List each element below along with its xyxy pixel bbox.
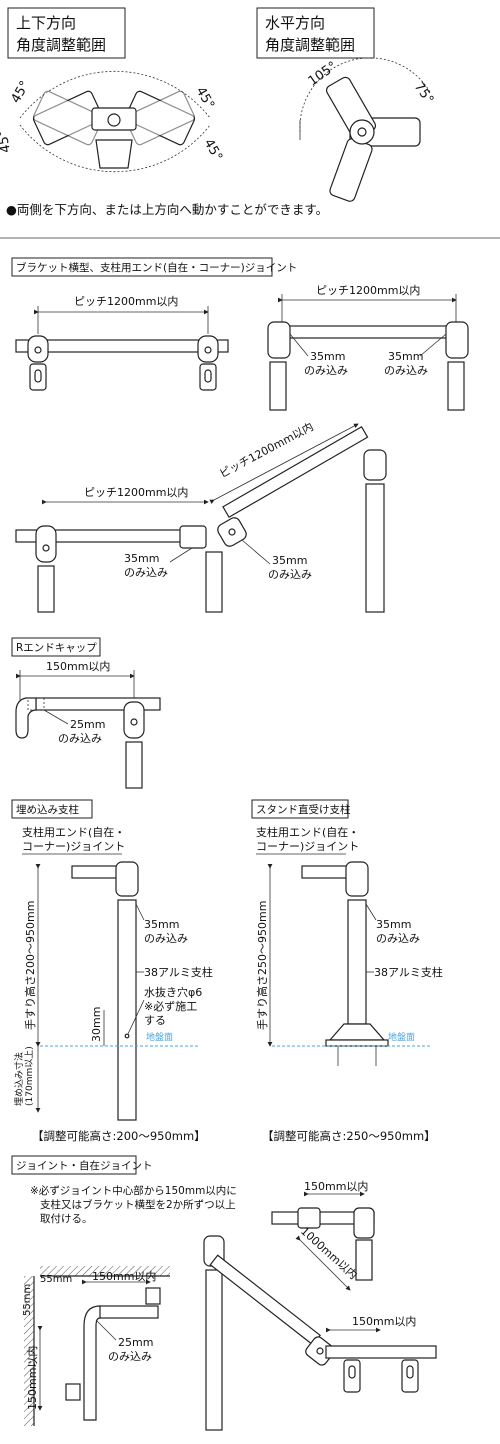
buried-insert-suffix: のみ込み [144, 932, 188, 945]
buried-dim30: 30mm [90, 1007, 103, 1042]
bracket-lower-left [35, 525, 57, 613]
insert-suffix-right: のみ込み [384, 364, 428, 377]
stand-title-box [251, 799, 349, 819]
joint-insert: 25mm [118, 1336, 153, 1349]
r-end-cap [15, 697, 37, 739]
bury-depth-2: (170mm以上) [24, 1046, 35, 1106]
stand-joint-label-2: コーナー)ジョイント [256, 840, 359, 853]
angle-45-lower-right: 45° [201, 137, 226, 164]
buried-ground: 地盤面 [146, 1031, 173, 1043]
joint-bracket-2 [401, 1359, 419, 1393]
joint-title: ジョイント・自在ジョイント [16, 1159, 153, 1172]
horizontal-joint-illustration [299, 57, 431, 202]
horizontal-angle-title-line2: 角度調整範囲 [265, 36, 355, 54]
insert-suffix-lower-right: のみ込み [268, 568, 312, 581]
angle-75: 75° [411, 80, 437, 107]
endcap-insert: 25mm [70, 718, 105, 731]
stand-joint-label-1: 支柱用エンド(自在・ [256, 825, 359, 839]
swivel-joint [217, 517, 247, 547]
insert-suffix-lower-left: のみ込み [124, 566, 168, 579]
angle-45-upper-left: 45° [8, 79, 33, 106]
buried-post: 38アルミ支柱 [144, 965, 213, 979]
insert-35-lower-right: 35mm [272, 554, 307, 567]
bury-depth-1: 埋め込み寸法 [13, 1052, 25, 1106]
insert-35-left: 35mm [310, 350, 345, 363]
angle-45-upper-right: 45° [193, 85, 218, 112]
buried-title-box [11, 799, 93, 819]
joint-note-3: 取付ける。 [40, 1212, 93, 1225]
endcap-bracket [123, 701, 145, 789]
vertical-angle-title-line1: 上下方向 [16, 14, 76, 32]
drain-line1: 水抜き穴φ6 [144, 985, 202, 999]
joint-len-corner-top: 150mm以内 [92, 1269, 156, 1283]
straight-joint [297, 1207, 321, 1229]
post-with-end-joints [267, 321, 469, 411]
joint-len-1000: 1000mm以内 [298, 1224, 360, 1282]
buried-title: 埋め込み支柱 [16, 803, 79, 816]
drain-hole [124, 1033, 130, 1039]
horizontal-angle-title-line1: 水平方向 [265, 14, 325, 32]
insert-35-right: 35mm [388, 350, 423, 363]
drain-line3: する [144, 1014, 166, 1027]
stand-post: 38アルミ支柱 [374, 965, 443, 979]
horizontal-angle-title-box [256, 7, 375, 59]
insert-suffix-left: のみ込み [304, 364, 348, 377]
vertical-angle-title-line2: 角度調整範囲 [16, 36, 106, 54]
vertical-angle-title-box [7, 7, 126, 59]
buried-insert: 35mm [144, 918, 179, 931]
movement-note: ●両側を下方向、または上方向へ動かすことができます。 [6, 202, 328, 217]
endcap-title: Rエンドキャップ [16, 642, 97, 654]
stand-insert-suffix: のみ込み [376, 932, 420, 945]
corner-joint [179, 525, 207, 549]
bracket-title-box [11, 257, 273, 277]
joint-title-box [11, 1155, 137, 1175]
stand-title: スタンド直受け支柱 [256, 803, 351, 816]
bracket-right [197, 335, 219, 391]
vertical-joint-illustration [19, 70, 211, 173]
endcap-insert-suffix: のみ込み [58, 732, 102, 745]
buried-joint-label-1: 支柱用エンド(自在・ [22, 825, 125, 839]
stand-base [328, 1023, 386, 1041]
bracket-pitch-left: ピッチ1200mm以内 [74, 294, 178, 308]
angle-45-lower-left: 45° [0, 129, 14, 154]
joint-dim55-side: 55mm [22, 1284, 33, 1316]
pitch-lower: ピッチ1200mm以内 [84, 485, 188, 499]
endcap-length: 150mm以内 [46, 659, 110, 673]
buried-height: 手すり高さ200〜950mm [23, 901, 37, 1030]
insert-35-lower-left: 35mm [124, 552, 159, 565]
bracket-pitch-right: ピッチ1200mm以内 [316, 283, 420, 297]
stand-insert: 35mm [376, 918, 411, 931]
bracket-title: ブラケット横型、支柱用エンド(自在・コーナー)ジョイント [16, 261, 297, 274]
corner-elbow-joint [83, 1305, 101, 1421]
ceiling-hatch [40, 1266, 170, 1276]
bracket-left [27, 335, 49, 391]
handrail-pipe [15, 339, 229, 353]
stand-range: 【調整可能高さ:250〜950mm】 [262, 1129, 436, 1143]
endcap-title-box [11, 637, 101, 657]
joint-len-top: 150mm以内 [304, 1179, 368, 1193]
stand-height: 手すり高さ250〜950mm [255, 901, 269, 1030]
buried-range: 【調整可能高さ:200〜950mm】 [32, 1129, 206, 1143]
joint-insert-suffix: のみ込み [108, 1350, 152, 1363]
joint-len-corner-side: 150mm以内 [25, 1346, 39, 1410]
drain-line2: ※必ず施工 [144, 1000, 197, 1013]
joint-len-bottom: 150mm以内 [352, 1314, 416, 1328]
wall-hatch [24, 1276, 34, 1426]
buried-joint-label-2: コーナー)ジョイント [22, 840, 125, 853]
joint-bracket-1 [343, 1359, 361, 1393]
stand-ground: 地盤面 [388, 1031, 415, 1043]
joint-dim55-top: 55mm [40, 1274, 72, 1285]
joint-note-2: 支柱又はブラケット横型を2か所ずつ以上 [40, 1198, 236, 1211]
joint-note-1: ※必ずジョイント中心部から150mm以内に [30, 1184, 237, 1197]
